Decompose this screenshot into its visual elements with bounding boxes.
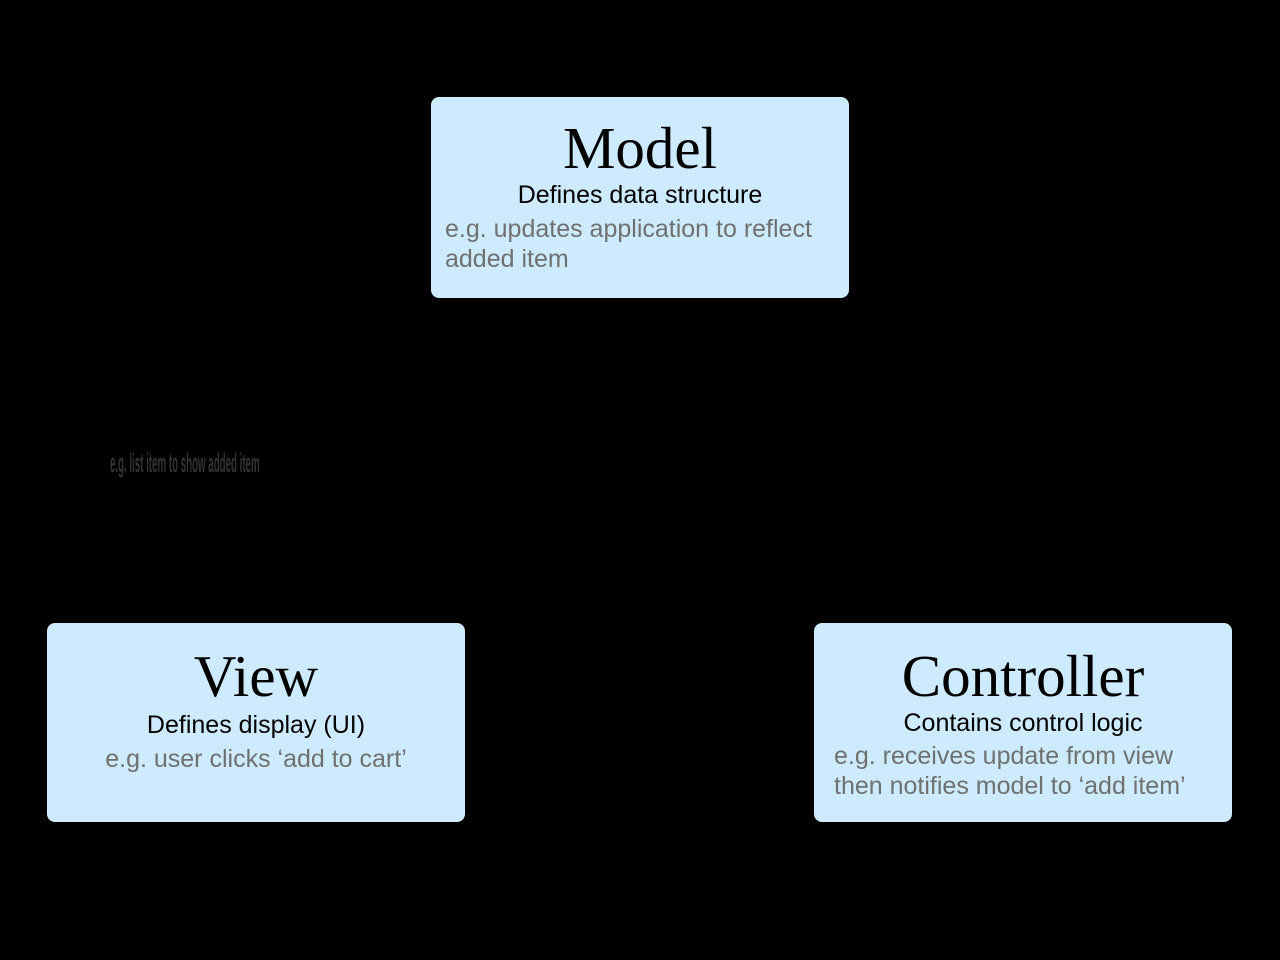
node-controller-subtitle: Contains control logic [903, 709, 1143, 737]
node-model[interactable]: Model Defines data structure e.g. update… [429, 95, 851, 300]
node-model-title: Model [562, 115, 718, 181]
node-view-title: View [193, 643, 319, 709]
node-controller-example: e.g. receives update from view then noti… [834, 742, 1186, 800]
node-controller-title: Controller [901, 643, 1145, 709]
node-model-example: e.g. updates application to reflect adde… [445, 215, 812, 273]
annotation-view-to-model: e.g. list item to show added item [110, 448, 260, 478]
node-model-subtitle: Defines data structure [517, 181, 763, 209]
node-view-subtitle: Defines display (UI) [146, 711, 366, 739]
node-view[interactable]: View Defines display (UI) e.g. user clic… [45, 621, 467, 824]
node-controller[interactable]: Controller Contains control logic e.g. r… [812, 621, 1234, 824]
node-view-example: e.g. user clicks ‘add to cart’ [105, 745, 407, 773]
